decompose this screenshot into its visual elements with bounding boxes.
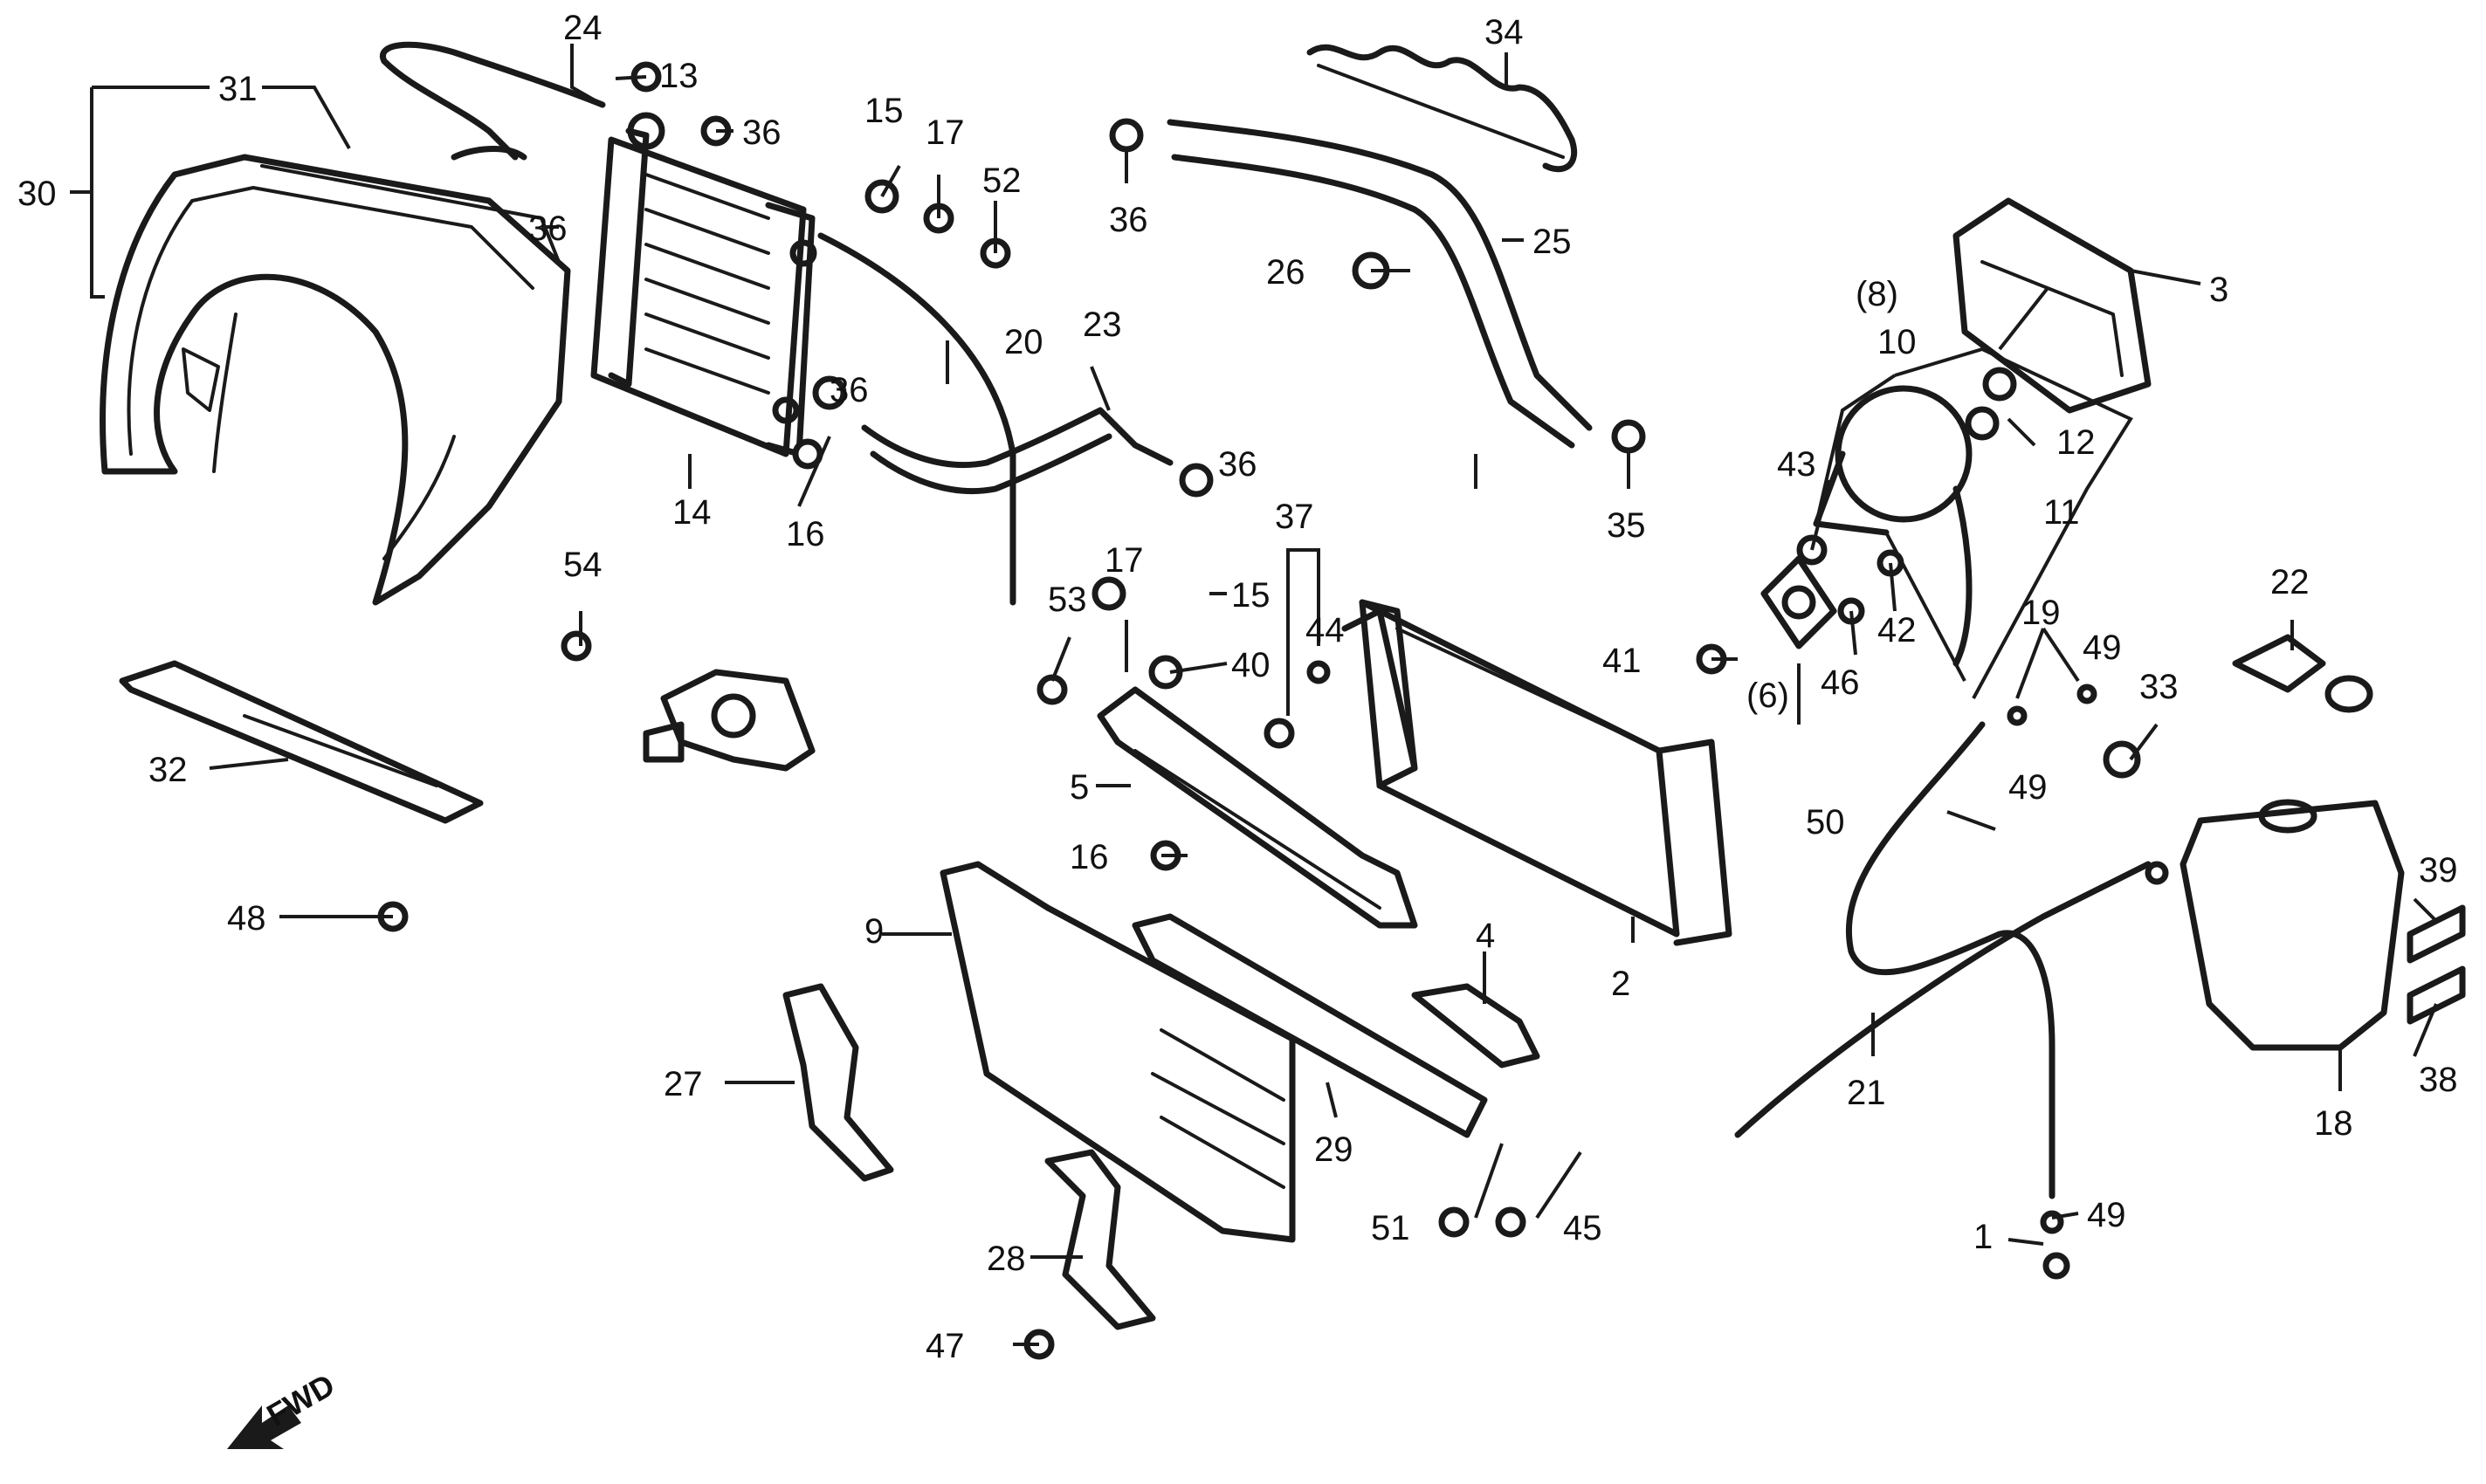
spring-34 <box>1306 44 1578 173</box>
callout-1: 1 <box>1973 1218 1993 1256</box>
callout-4: 4 <box>1476 917 1495 955</box>
callout-5: 5 <box>1070 768 1089 807</box>
callout-36e: 36 <box>1218 445 1257 484</box>
callout-23: 23 <box>1083 306 1122 344</box>
callout-31: 31 <box>218 70 258 108</box>
fan-blade-6 <box>1760 555 1837 649</box>
callout-49a: 49 <box>2083 629 2122 667</box>
bracket-5 <box>1097 686 1418 929</box>
callout-3: 3 <box>2209 271 2228 309</box>
fan-shroud-3 <box>1952 197 2152 414</box>
radiator-2 <box>1341 599 1732 946</box>
callout-24: 24 <box>563 9 603 47</box>
callout-21: 21 <box>1847 1074 1886 1112</box>
callout-50: 50 <box>1806 803 1845 842</box>
bracket-28 <box>1044 1149 1156 1330</box>
callout-37: 37 <box>1275 498 1314 536</box>
callout-51: 51 <box>1371 1209 1410 1247</box>
callout-14: 14 <box>672 493 712 532</box>
bracket-4 <box>1411 983 1540 1068</box>
callout-15b: 15 <box>1231 576 1271 615</box>
callout-48: 48 <box>227 899 266 938</box>
housing-54 <box>643 669 816 772</box>
callout-36b: 36 <box>528 210 568 248</box>
plate-32 <box>119 660 484 824</box>
callout-33: 33 <box>2139 668 2179 706</box>
shroud-part <box>100 154 571 606</box>
callout-12: 12 <box>2056 423 2096 462</box>
callout-30: 30 <box>17 175 57 213</box>
callout-27: 27 <box>664 1065 703 1103</box>
callout-9: 9 <box>864 912 884 951</box>
callout-13: 13 <box>659 57 699 95</box>
radiator-14 <box>590 112 817 457</box>
callout-18: 18 <box>2314 1104 2353 1143</box>
callout-29: 29 <box>1314 1130 1353 1169</box>
fasteners <box>377 61 2169 1360</box>
callout-16a: 16 <box>786 515 825 553</box>
grille-9 <box>940 861 1296 1243</box>
callout-52: 52 <box>982 161 1022 200</box>
gaskets-38-39 <box>2407 904 2466 1025</box>
callout-53: 53 <box>1048 581 1087 619</box>
callout-42: 42 <box>1877 611 1917 649</box>
callout-36a: 36 <box>742 113 782 152</box>
bar-29 <box>1132 913 1488 1138</box>
fwd-label: FWD <box>261 1366 341 1432</box>
callout-35: 35 <box>1607 506 1646 545</box>
callout-46: 46 <box>1821 663 1860 702</box>
callout-49b: 49 <box>2008 768 2048 807</box>
callout-8: (8) <box>1856 275 1898 313</box>
callout-47: 47 <box>926 1327 965 1365</box>
hose-24 <box>380 41 606 161</box>
callout-19: 19 <box>2021 594 2061 632</box>
callout-26: 26 <box>1266 253 1305 292</box>
callout-36c: 36 <box>830 371 869 409</box>
tube-20 <box>817 232 1016 606</box>
callout-54: 54 <box>563 546 603 584</box>
callout-11: 11 <box>2043 493 2080 532</box>
callout-44: 44 <box>1305 611 1345 649</box>
callout-25: 25 <box>1532 223 1572 261</box>
callout-labels: 30 31 24 13 36 36 14 16 36 15 17 52 36 2… <box>17 9 2458 1365</box>
callout-22: 22 <box>2270 563 2310 601</box>
forward-direction-indicator: FWD <box>227 1366 341 1449</box>
bracket-27 <box>782 983 894 1182</box>
leader-lines <box>70 44 2438 1346</box>
callout-34: 34 <box>1484 13 1524 52</box>
cap-22 <box>2232 634 2373 713</box>
callout-43: 43 <box>1777 445 1816 484</box>
callout-20: 20 <box>1004 323 1043 361</box>
callout-6: (6) <box>1746 677 1789 715</box>
callout-17a: 17 <box>926 113 965 152</box>
callout-36d: 36 <box>1109 201 1148 239</box>
callout-45: 45 <box>1563 1209 1602 1247</box>
callout-16b: 16 <box>1070 838 1109 876</box>
callout-28: 28 <box>987 1240 1026 1278</box>
callout-10: 10 <box>1877 323 1917 361</box>
callout-15a: 15 <box>864 92 904 130</box>
callout-17b: 17 <box>1105 541 1144 580</box>
callout-40: 40 <box>1231 646 1271 684</box>
callout-2: 2 <box>1611 965 1630 1003</box>
reservoir-18 <box>2180 799 2405 1051</box>
hose-25 <box>1167 119 1593 449</box>
callout-41: 41 <box>1602 642 1642 680</box>
hose-50-21 <box>1734 721 2152 1199</box>
forward-arrow-icon <box>227 1405 301 1449</box>
callout-49c: 49 <box>2087 1196 2126 1234</box>
callout-38: 38 <box>2419 1061 2458 1099</box>
callout-32: 32 <box>148 751 188 789</box>
callout-39: 39 <box>2419 851 2458 890</box>
hose-23 <box>861 407 1174 495</box>
